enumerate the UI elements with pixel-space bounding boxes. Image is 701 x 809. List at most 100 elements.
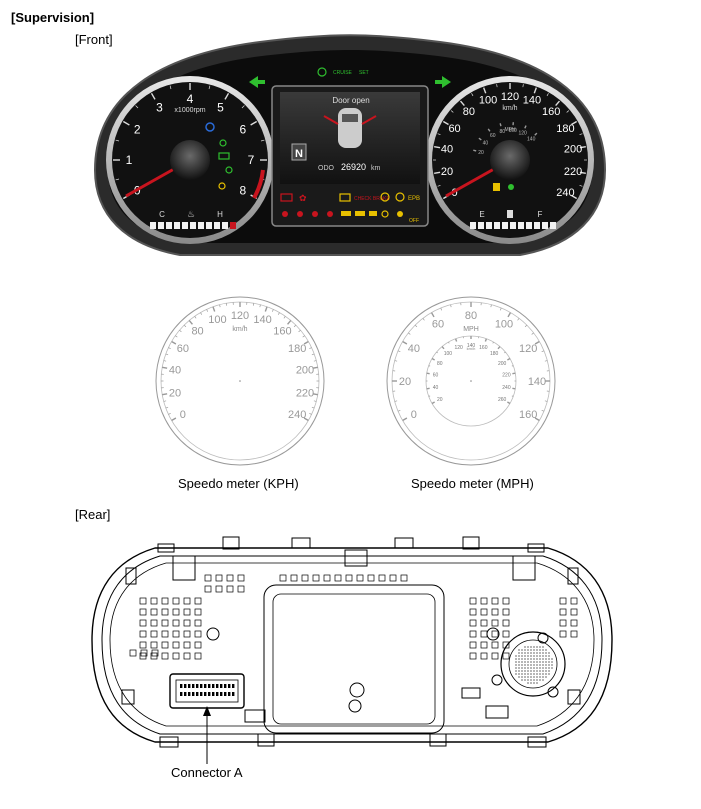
top-clip-1 xyxy=(157,543,175,553)
vent-hole xyxy=(150,608,158,616)
speedo-inner-number: 40 xyxy=(483,141,489,147)
rear-outline-outer xyxy=(91,547,613,743)
top-center-clip xyxy=(344,549,368,567)
speaker-hole xyxy=(527,667,529,669)
speaker-hole xyxy=(530,670,532,672)
leader-arrowhead xyxy=(203,706,211,716)
speaker-hole xyxy=(536,676,538,678)
speedo-tick xyxy=(496,84,498,88)
speaker-hole xyxy=(545,670,547,672)
speedo-number: 140 xyxy=(523,95,541,107)
speaker-hole xyxy=(542,649,544,651)
mph-tick xyxy=(408,332,411,335)
vent-hole xyxy=(502,597,510,605)
speedo-tick xyxy=(571,120,578,126)
speaker-hole xyxy=(524,667,526,669)
kph-tick xyxy=(298,329,301,333)
section-title: [Supervision] xyxy=(11,10,95,25)
speaker-hole xyxy=(542,667,544,669)
kph-tick xyxy=(302,335,305,338)
cruise-icon xyxy=(317,67,327,77)
mph-inner-number: 40 xyxy=(433,385,439,391)
hood-open-icon xyxy=(355,211,365,216)
screw-hole-right xyxy=(486,627,500,641)
mph-inner-number: 200 xyxy=(498,361,507,367)
gauge-bar xyxy=(174,222,180,229)
speedo-tick xyxy=(579,145,586,149)
mph-inner-number: 20 xyxy=(437,397,443,403)
epb-text: EPB xyxy=(408,196,420,202)
front-cluster: 012345678 x1000rpm C H ♨ 020406080100120… xyxy=(93,34,607,256)
gauge-bar xyxy=(510,222,516,229)
rear-outline-inner2 xyxy=(109,562,595,727)
speaker-hole xyxy=(539,652,541,654)
kph-number: 20 xyxy=(169,387,181,399)
kph-tick xyxy=(293,324,297,328)
mph-inner-tick xyxy=(511,395,514,397)
vent-hole xyxy=(237,574,245,582)
speaker-hole xyxy=(536,670,538,672)
tach-tick xyxy=(115,139,120,142)
speaker-hole xyxy=(539,673,541,675)
mph-inner-number: 220 xyxy=(502,372,511,378)
speaker-hole xyxy=(536,673,538,675)
mph-tick xyxy=(490,304,492,308)
odo-unit: km xyxy=(371,165,381,172)
mph-inner-tick xyxy=(507,401,511,405)
speaker-hole xyxy=(530,664,532,666)
kph-tick xyxy=(312,393,318,396)
gauge-bar xyxy=(542,222,548,229)
mph-inner-tick xyxy=(426,372,430,375)
vent-hole xyxy=(183,652,191,660)
speaker-hole xyxy=(551,667,553,669)
mph-inner-number: 120 xyxy=(455,345,464,351)
mph-tick xyxy=(440,307,443,311)
mph-tick xyxy=(524,324,528,328)
vent-hole xyxy=(345,574,353,582)
rear-vent-holes xyxy=(129,574,578,660)
position-lamp-icon xyxy=(218,152,230,160)
tach-indicators xyxy=(205,122,233,190)
mph-inner-number: 60 xyxy=(433,372,439,378)
speaker-hole xyxy=(536,646,538,648)
vent-hole xyxy=(570,608,578,616)
speedo-tick xyxy=(450,110,454,113)
turn-right-icon xyxy=(435,76,451,88)
vent-hole xyxy=(334,574,342,582)
speaker-mount-2 xyxy=(491,674,503,686)
fuel-empty-label: E xyxy=(479,210,484,219)
speaker-hole xyxy=(542,655,544,657)
kph-tick xyxy=(194,316,197,319)
speaker-hole xyxy=(518,676,520,678)
kph-tick xyxy=(212,306,216,312)
speaker-hole xyxy=(530,655,532,657)
kph-tick xyxy=(264,306,268,312)
kph-tick xyxy=(309,413,312,415)
speaker-hole xyxy=(518,673,520,675)
speaker-hole xyxy=(518,661,520,663)
gauge-bar xyxy=(190,222,196,229)
speaker-hole xyxy=(524,679,526,681)
speedo-inner-tick xyxy=(487,128,491,132)
mph-number: 40 xyxy=(408,343,420,355)
speaker-hole xyxy=(521,658,523,660)
vent-hole xyxy=(172,619,180,627)
speaker-hole xyxy=(521,664,523,666)
bottom-clip-2 xyxy=(257,733,275,747)
mph-dial-outer xyxy=(386,296,556,466)
kph-tick xyxy=(283,316,286,319)
kph-tick xyxy=(311,406,315,409)
top-clip-3 xyxy=(291,537,311,549)
speaker-hole xyxy=(524,676,526,678)
speaker-hole xyxy=(530,679,532,681)
speaker-hole xyxy=(545,658,547,660)
speaker-hole xyxy=(530,667,532,669)
mph-inner-tick xyxy=(441,346,445,350)
top-tab-left xyxy=(172,555,196,581)
kph-tick xyxy=(312,366,318,369)
mph-tick xyxy=(414,324,418,328)
gauge-bar xyxy=(182,222,188,229)
speaker-mount-1 xyxy=(537,632,549,644)
